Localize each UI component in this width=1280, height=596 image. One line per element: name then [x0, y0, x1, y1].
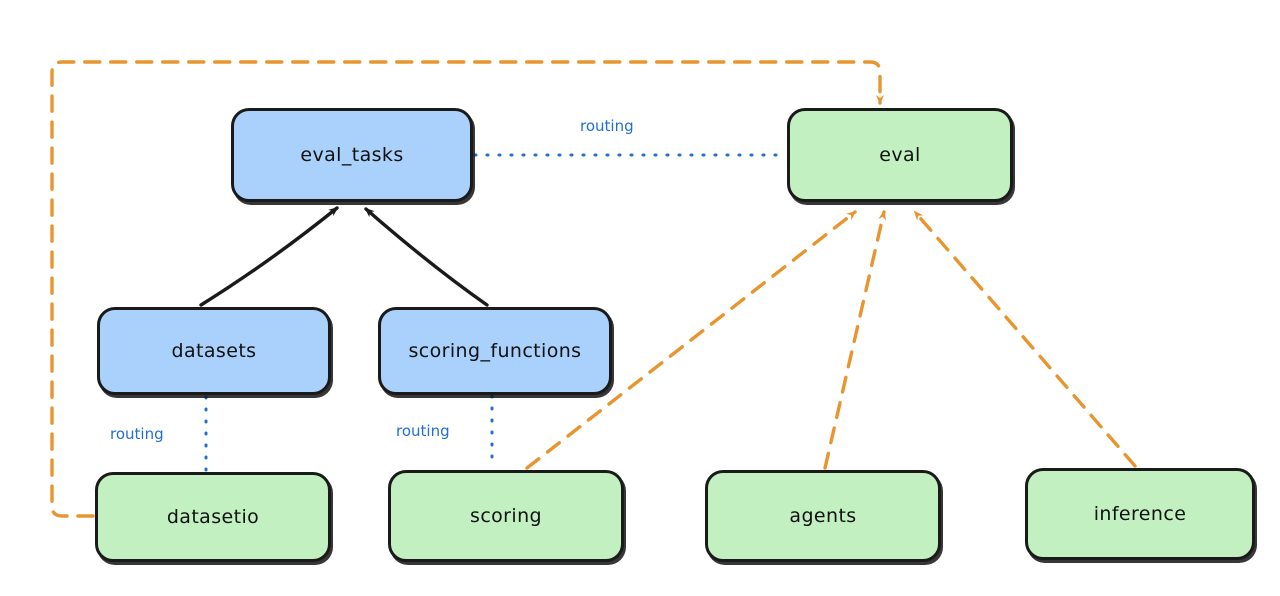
edge-dependency-scoring-eval [525, 210, 857, 470]
node-datasets[interactable]: datasets [97, 307, 331, 395]
edge-dependency-inference-eval [913, 210, 1137, 468]
node-label: scoring [470, 505, 542, 527]
node-scoring[interactable]: scoring [388, 470, 624, 562]
node-inference[interactable]: inference [1025, 468, 1255, 560]
node-label: agents [789, 505, 857, 527]
node-label: datasetio [166, 506, 260, 528]
edge-dependency-agents-eval [823, 210, 887, 470]
node-label: inference [1093, 503, 1187, 525]
node-label: eval_tasks [300, 144, 404, 166]
edge-composition-datasets-eval-tasks [199, 206, 339, 307]
edge-label-routing-scoring-functions-scoring: routing [396, 422, 450, 440]
node-label: eval [879, 144, 921, 166]
edge-label-routing-datasets-datasetio: routing [110, 425, 164, 443]
edge-label-routing-eval-tasks-eval: routing [580, 117, 634, 135]
node-label: datasets [171, 340, 257, 362]
edge-dependency-datasetio-eval [50, 60, 884, 518]
node-eval-tasks[interactable]: eval_tasks [231, 108, 473, 202]
node-label: scoring_functions [408, 340, 582, 362]
edge-composition-scoring-functions-eval-tasks [364, 207, 489, 307]
node-datasetio[interactable]: datasetio [95, 472, 331, 562]
node-agents[interactable]: agents [705, 470, 941, 562]
node-eval[interactable]: eval [787, 108, 1013, 202]
node-scoring-functions[interactable]: scoring_functions [378, 307, 612, 395]
